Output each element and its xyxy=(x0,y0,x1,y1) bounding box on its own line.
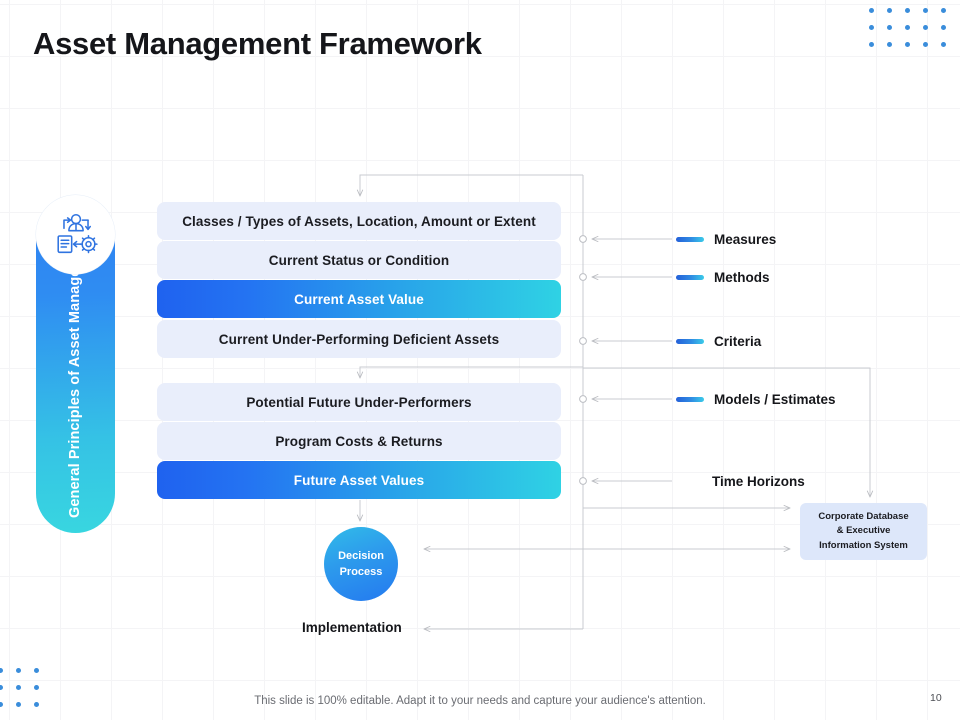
legend-bar-icon xyxy=(676,339,704,344)
dot-pattern-bottom-left xyxy=(0,668,52,719)
legend-label: Models / Estimates xyxy=(714,392,836,407)
flow-box-label: Current Status or Condition xyxy=(268,252,450,268)
flow-box-label: Current Under-Performing Deficient Asset… xyxy=(218,331,500,347)
legend-item-time-horizons[interactable]: Time Horizons xyxy=(712,474,805,489)
decision-line-1: Decision xyxy=(338,550,384,562)
decision-process-node[interactable]: Decision Process xyxy=(324,527,398,601)
flow-box-label: Future Asset Values xyxy=(293,472,425,488)
people-process-gear-icon xyxy=(56,213,98,253)
legend-item-models-estimates[interactable]: Models / Estimates xyxy=(676,392,836,407)
flow-box-current-status[interactable]: Current Status or Condition xyxy=(157,241,561,279)
sidebar-title-text: General Principles of Asset Management xyxy=(67,233,83,519)
legend-label: Criteria xyxy=(714,334,762,349)
legend-bar-icon xyxy=(676,397,704,402)
asset-management-icon xyxy=(36,195,115,274)
decision-line-2: Process xyxy=(339,566,383,578)
cdb-line-2: & Executive xyxy=(836,525,891,537)
flow-box-label: Current Asset Value xyxy=(294,291,424,307)
legend-label: Time Horizons xyxy=(712,474,805,489)
flow-box-program-costs-returns[interactable]: Program Costs & Returns xyxy=(157,422,561,460)
implementation-label: Implementation xyxy=(302,620,402,635)
cdb-line-3: Information System xyxy=(819,539,908,551)
legend-bar-icon xyxy=(676,275,704,280)
cdb-line-1: Corporate Database xyxy=(818,510,909,522)
page-title: Asset Management Framework xyxy=(33,26,482,61)
legend-label: Methods xyxy=(714,270,770,285)
flow-box-label: Classes / Types of Assets, Location, Amo… xyxy=(182,213,536,229)
flow-box-future-asset-values[interactable]: Future Asset Values xyxy=(157,461,561,499)
flow-box-current-under-performing[interactable]: Current Under-Performing Deficient Asset… xyxy=(157,320,561,358)
footer-note: This slide is 100% editable. Adapt it to… xyxy=(254,695,706,707)
legend-label: Measures xyxy=(714,232,777,247)
legend-item-criteria[interactable]: Criteria xyxy=(676,334,761,349)
flow-box-label: Potential Future Under-Performers xyxy=(246,394,472,410)
flow-box-potential-future-under-performers[interactable]: Potential Future Under-Performers xyxy=(157,383,561,421)
corporate-database-node[interactable]: Corporate Database & Executive Informati… xyxy=(800,503,927,560)
dot-pattern-top-right xyxy=(869,8,959,59)
page-number: 10 xyxy=(930,692,942,704)
flow-box-current-asset-value[interactable]: Current Asset Value xyxy=(157,280,561,318)
legend-bar-icon xyxy=(676,237,704,242)
legend-item-measures[interactable]: Measures xyxy=(676,232,776,247)
flow-box-classes-types[interactable]: Classes / Types of Assets, Location, Amo… xyxy=(157,202,561,240)
flow-box-label: Program Costs & Returns xyxy=(275,433,443,449)
legend-item-methods[interactable]: Methods xyxy=(676,270,770,285)
